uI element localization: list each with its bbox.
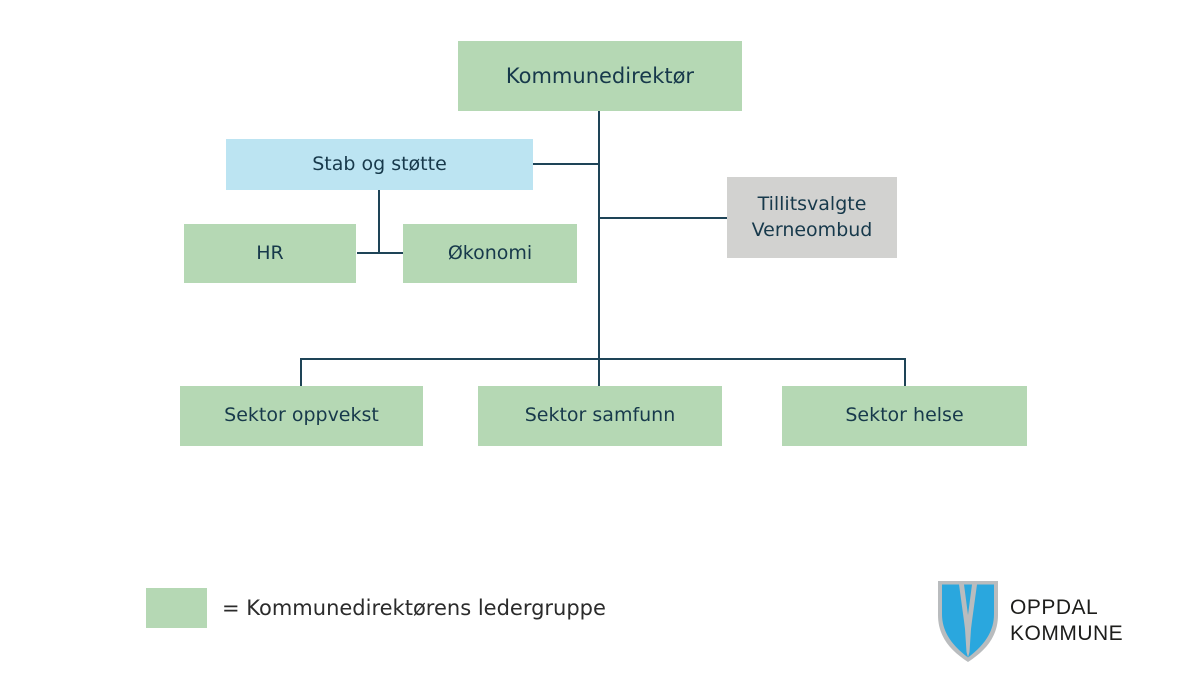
org-node-label: Tillitsvalgte Verneombud bbox=[752, 192, 873, 243]
connector-stab-drop bbox=[378, 190, 380, 254]
org-node-label: Sektor samfunn bbox=[524, 404, 676, 427]
org-node-sektor-oppvekst: Sektor oppvekst bbox=[180, 386, 423, 446]
org-node-stab-og-stotte: Stab og støtte bbox=[226, 139, 533, 190]
connector-drop-oppvekst bbox=[300, 358, 302, 386]
connector-hr-okonomi bbox=[357, 252, 403, 254]
logo-wordmark-line1: OPPDAL bbox=[1010, 596, 1099, 619]
org-node-tillitsvalgte-verneombud: Tillitsvalgte Verneombud bbox=[727, 177, 897, 258]
org-node-label-line2: Verneombud bbox=[751, 218, 873, 241]
municipality-logo: OPPDAL KOMMUNE bbox=[935, 577, 1165, 665]
org-node-label: Sektor oppvekst bbox=[224, 404, 379, 427]
connector-drop-helse bbox=[904, 358, 906, 386]
logo-wordmark-line2: KOMMUNE bbox=[1010, 622, 1124, 645]
legend-swatch bbox=[146, 588, 207, 628]
org-node-label: Sektor helse bbox=[845, 404, 964, 427]
org-node-label-line1: Tillitsvalgte bbox=[757, 192, 867, 215]
connector-stab bbox=[533, 163, 599, 165]
connector-sector-rail bbox=[300, 358, 906, 360]
org-node-label: Stab og støtte bbox=[312, 152, 447, 175]
org-node-okonomi: Økonomi bbox=[403, 224, 577, 283]
org-node-kommunedirektor: Kommunedirektør bbox=[458, 41, 742, 111]
org-node-label: Økonomi bbox=[447, 241, 533, 264]
org-node-label: Kommunedirektør bbox=[505, 63, 695, 88]
legend-label: = Kommunedirektørens ledergruppe bbox=[222, 596, 606, 620]
org-node-sektor-samfunn: Sektor samfunn bbox=[478, 386, 722, 446]
org-node-hr: HR bbox=[184, 224, 356, 283]
org-node-label: HR bbox=[256, 241, 284, 264]
shield-icon bbox=[935, 579, 1001, 664]
org-node-sektor-helse: Sektor helse bbox=[782, 386, 1027, 446]
connector-trunk bbox=[598, 111, 600, 386]
connector-tillitsvalgte bbox=[600, 217, 727, 219]
logo-wordmark: OPPDAL KOMMUNE bbox=[1010, 595, 1123, 647]
